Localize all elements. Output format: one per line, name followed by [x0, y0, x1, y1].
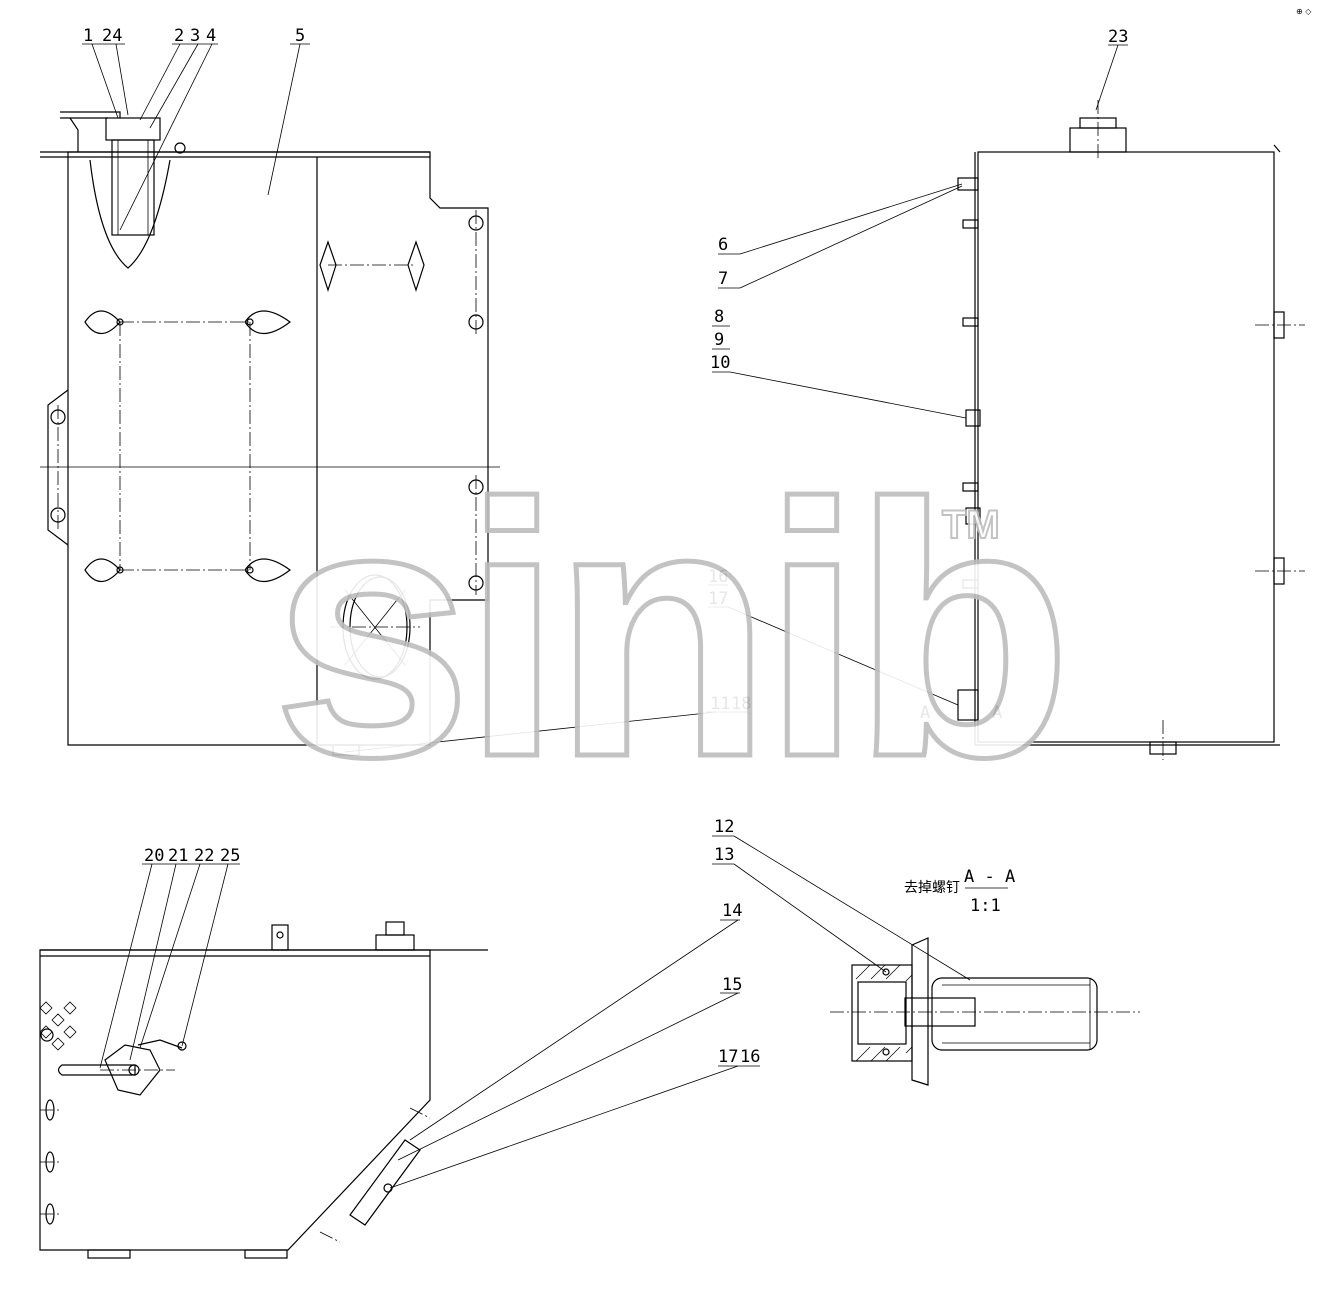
- label-3: 3: [190, 26, 200, 46]
- label-17: 17: [708, 589, 728, 609]
- watermark: sinib TM: [270, 428, 1075, 835]
- section-note: 去掉螺钉: [904, 880, 960, 896]
- label-4: 4: [206, 26, 216, 46]
- label-6: 6: [718, 235, 728, 255]
- label-15: 15: [722, 975, 742, 995]
- bottom-view: [39, 921, 488, 1259]
- label-10: 10: [710, 353, 730, 373]
- label-17b: 17: [718, 1047, 738, 1067]
- label-1: 1: [83, 26, 93, 46]
- label-16b: 16: [740, 1047, 760, 1067]
- label-16: 16: [708, 567, 728, 587]
- part-labels: 1 24 2 3 4 5 11 18 23 6 7 8 9 10 16 17 2…: [83, 7, 1312, 1067]
- label-11: 11: [710, 694, 730, 714]
- front-view-leaders: [82, 43, 748, 753]
- watermark-tm: TM: [942, 503, 1000, 547]
- label-24: 24: [102, 26, 122, 46]
- section-leaders: [712, 835, 971, 981]
- section-a-a: [830, 887, 1140, 1086]
- front-view: [40, 111, 500, 756]
- label-23: 23: [1108, 27, 1128, 47]
- label-25: 25: [220, 846, 240, 866]
- label-7: 7: [718, 269, 728, 289]
- side-view: [957, 100, 1305, 760]
- corner-mark: ⊕ ◇: [1296, 7, 1312, 16]
- label-14: 14: [722, 901, 742, 921]
- label-2: 2: [174, 26, 184, 46]
- label-21: 21: [168, 846, 188, 866]
- label-12: 12: [714, 817, 734, 837]
- section-marker-left: A: [920, 703, 930, 723]
- label-18: 18: [731, 694, 751, 714]
- label-20: 20: [144, 846, 164, 866]
- side-view-leaders: [708, 44, 1128, 706]
- label-22: 22: [194, 846, 214, 866]
- label-5: 5: [295, 26, 305, 46]
- bottom-view-leaders: [99, 863, 760, 1189]
- label-13: 13: [714, 845, 734, 865]
- label-8: 8: [714, 307, 724, 327]
- section-title: A - A: [964, 867, 1015, 887]
- section-scale: 1:1: [970, 896, 1001, 916]
- section-marker-right: A: [992, 703, 1002, 723]
- watermark-text: sinib: [272, 430, 1062, 832]
- label-9: 9: [714, 330, 724, 350]
